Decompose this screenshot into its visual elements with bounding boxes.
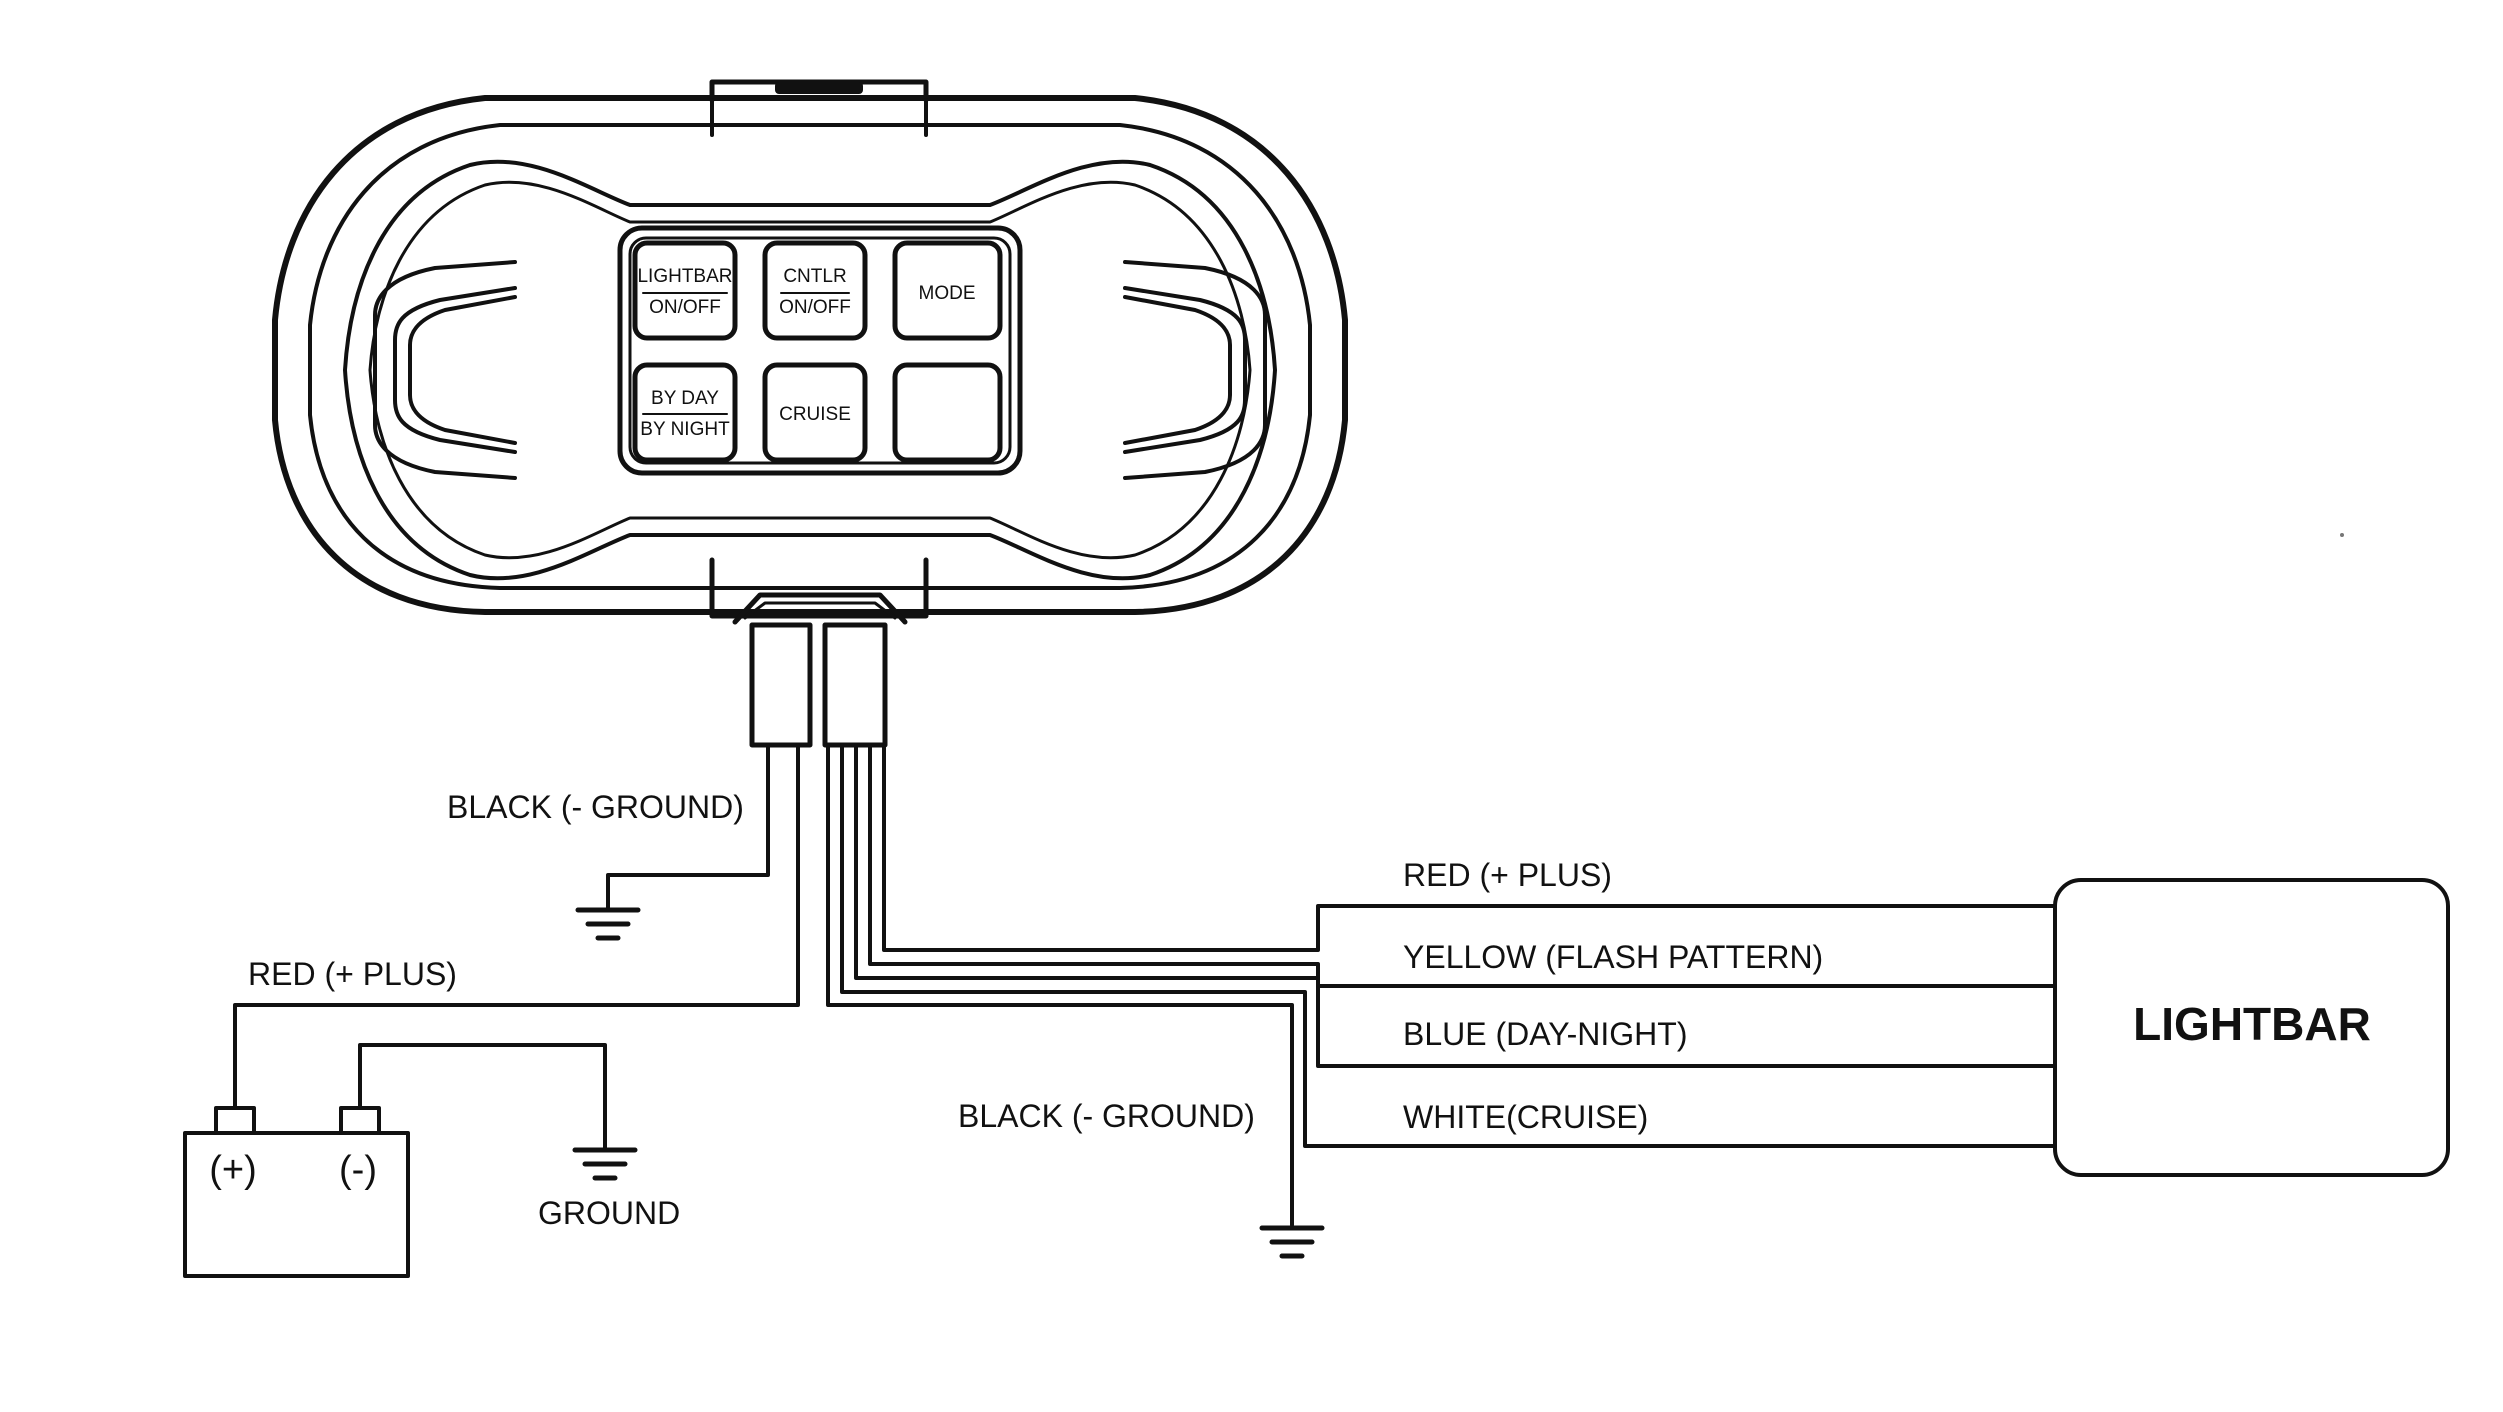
ground-symbol-battery xyxy=(572,1147,638,1181)
button-daynight-top-label: BY DAY xyxy=(651,388,719,409)
cable-sleeves xyxy=(749,622,888,748)
button-cruise[interactable]: CRUISE xyxy=(762,362,868,463)
label-ctrl-red-plus: RED (+ PLUS) xyxy=(248,956,457,992)
wire-lb-black-ground xyxy=(826,743,1294,1227)
label-lb-black-ground: BLACK (- GROUND) xyxy=(958,1098,1255,1134)
wire-lb-yellow-flash xyxy=(868,743,2057,988)
button-by-day-by-night[interactable]: BY DAY BY NIGHT xyxy=(632,362,738,463)
label-lb-blue-day-night: BLUE (DAY-NIGHT) xyxy=(1403,1016,1687,1052)
button-lightbar-bottom-label: ON/OFF xyxy=(649,297,721,318)
label-ground: GROUND xyxy=(538,1195,680,1231)
lightbar-box-label: LIGHTBAR xyxy=(2133,998,2371,1050)
battery-plus-label: (+) xyxy=(209,1149,257,1191)
wire-lb-red-plus xyxy=(882,743,2057,952)
wire-ctrl-red-plus xyxy=(233,743,800,1110)
button-mode-label: MODE xyxy=(919,283,976,304)
button-cruise-label: CRUISE xyxy=(779,404,851,425)
lightbar-unit: LIGHTBAR xyxy=(2053,878,2450,1177)
label-lb-yellow-flash: YELLOW (FLASH PATTERN) xyxy=(1403,939,1823,975)
ground-symbol-lightbar xyxy=(1259,1225,1325,1259)
wire-lb-white-cruise xyxy=(840,743,2057,1148)
button-cntlr-onoff[interactable]: CNTLR ON/OFF xyxy=(762,240,868,341)
label-ctrl-black-ground: BLACK (- GROUND) xyxy=(447,789,744,825)
button-mode[interactable]: MODE xyxy=(892,240,1003,341)
wire-battery-negative-ground xyxy=(358,1043,607,1150)
button-cntlr-top-label: CNTLR xyxy=(783,266,846,287)
button-blank[interactable] xyxy=(892,362,1003,463)
wire-ctrl-black-ground xyxy=(606,743,770,910)
battery: (+) (-) xyxy=(183,1106,410,1278)
battery-minus-label: (-) xyxy=(339,1149,377,1191)
button-lightbar-top-label: LIGHTBAR xyxy=(637,266,732,287)
button-daynight-bottom-label: BY NIGHT xyxy=(640,419,730,440)
controller-housing xyxy=(272,79,1348,625)
label-lb-red-plus: RED (+ PLUS) xyxy=(1403,857,1612,893)
button-lightbar-onoff[interactable]: LIGHTBAR ON/OFF xyxy=(632,240,738,341)
ground-symbol-ctrl xyxy=(575,907,641,941)
button-cntlr-bottom-label: ON/OFF xyxy=(779,297,851,318)
speck xyxy=(2340,533,2344,537)
label-lb-white-cruise: WHITE(CRUISE) xyxy=(1403,1099,1648,1135)
